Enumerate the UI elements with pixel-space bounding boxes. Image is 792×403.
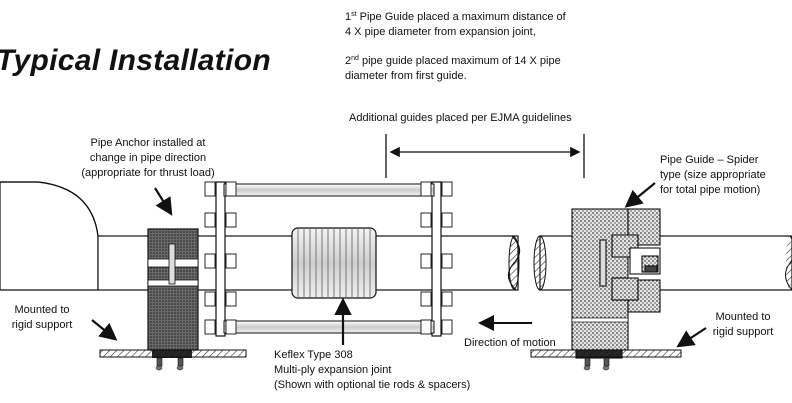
guide-spacing-dimension	[385, 134, 585, 178]
support-base-right	[530, 349, 682, 358]
page-title: Typical Installation	[0, 44, 271, 77]
tie-rods	[223, 183, 435, 334]
note-line-4: diameter from first guide.	[345, 70, 467, 82]
callout-arrows	[91, 182, 707, 348]
note-line-3: 2nd pipe guide placed maximum of 14 X pi…	[345, 55, 561, 67]
support-base-left	[99, 349, 247, 358]
motion-label: Direction of motion	[464, 337, 556, 349]
expansion-joint-bellows	[291, 227, 377, 299]
note-line-2: 4 X pipe diameter from expansion joint,	[345, 26, 536, 38]
anchor-label: Pipe Anchor installed at change in pipe …	[81, 137, 215, 179]
guide-spacing-note: 1st Pipe Guide placed a maximum distance…	[345, 10, 566, 84]
joint-flanges	[215, 181, 442, 337]
ejma-note: Additional guides placed per EJMA guidel…	[349, 112, 572, 124]
pipe-guide-spider	[571, 208, 661, 371]
joint-label: Keflex Type 308 Multi-ply expansion join…	[274, 349, 471, 391]
pipe-elbow	[0, 181, 99, 291]
mount-right-label: Mounted to rigid support	[712, 311, 774, 338]
mount-left-label: Mounted to rigid support	[11, 304, 73, 331]
guide-label: Pipe Guide – Spider type (size appropria…	[660, 154, 766, 196]
flange-nuts	[204, 181, 453, 335]
pipe-anchor	[147, 228, 199, 371]
note-line-1: 1st Pipe Guide placed a maximum distance…	[345, 11, 566, 23]
